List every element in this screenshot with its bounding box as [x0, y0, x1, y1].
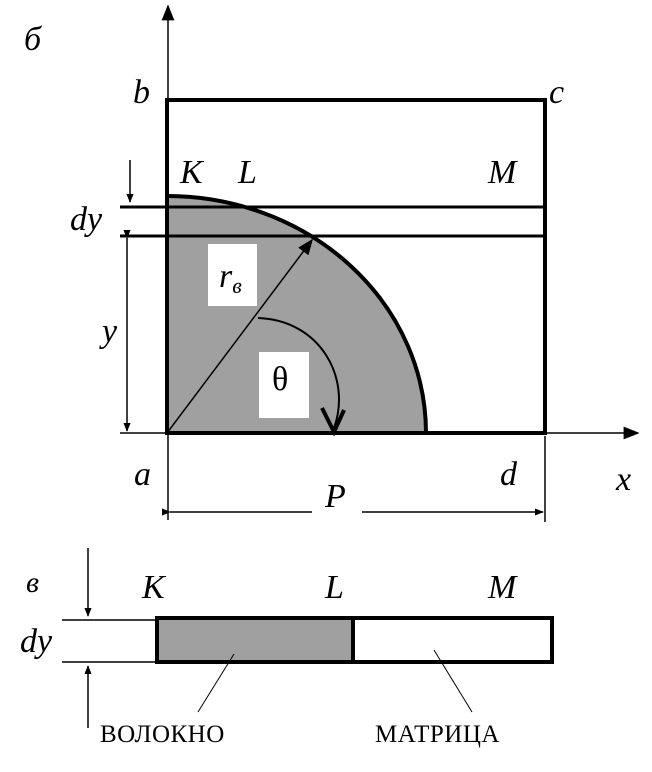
corner-c-label: c	[549, 74, 564, 111]
panel-b: б rв θ b c K L	[24, 4, 640, 522]
panel-v-label: в	[26, 566, 39, 599]
matrix-segment	[351, 616, 554, 664]
fiber-boundary-arc	[166, 194, 428, 434]
angle-label: θ	[272, 361, 288, 398]
corner-d-label: d	[500, 456, 518, 493]
radius-line	[166, 238, 313, 434]
fiber-caption: ВОЛОКНО	[100, 721, 225, 748]
point-l-label: L	[237, 154, 257, 191]
corner-b-label: b	[133, 74, 150, 111]
unit-cell-rectangle	[165, 98, 547, 435]
panel-b-label: б	[24, 21, 43, 58]
matrix-caption: МАТРИЦА	[375, 721, 500, 748]
point-k-label: K	[179, 154, 205, 191]
corner-a-label: a	[134, 456, 151, 493]
point-k-label-v: K	[141, 569, 167, 606]
angle-label-box	[259, 352, 309, 418]
radius-label: rв	[219, 258, 242, 298]
fiber-segment	[155, 616, 355, 664]
point-m-label: M	[487, 154, 518, 191]
point-m-label-v: M	[487, 569, 518, 606]
width-p-label: P	[324, 478, 346, 515]
x-axis-label: x	[615, 461, 631, 498]
panel-v: в K L M dy ВОЛОКНО МАТРИЦА	[20, 548, 554, 748]
y-label: y	[99, 313, 118, 350]
radius-label-box	[208, 244, 257, 306]
point-l-label-v: L	[324, 569, 344, 606]
angle-arrowhead	[320, 407, 346, 437]
fiber-leader-line	[197, 653, 235, 713]
angle-arc	[257, 317, 340, 429]
dy-label: dy	[70, 201, 103, 238]
matrix-leader-line	[433, 649, 473, 713]
dy-label-v: dy	[20, 623, 53, 660]
